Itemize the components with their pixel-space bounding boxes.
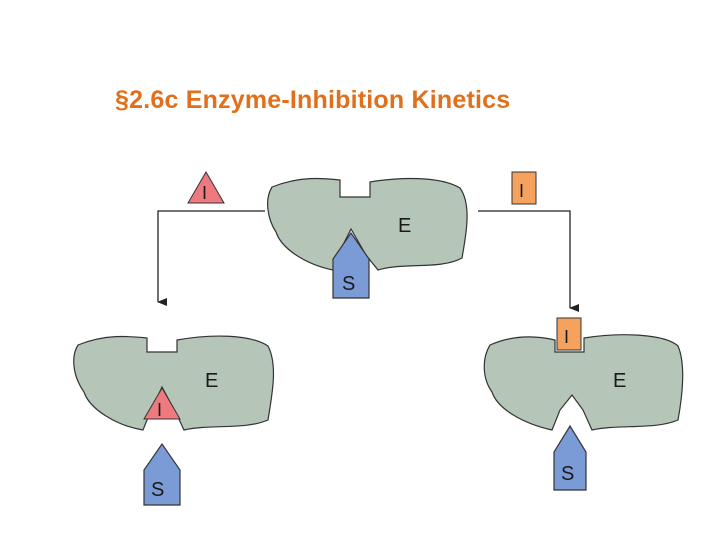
right-substrate-shape xyxy=(553,424,587,491)
right-bound-inhibitor xyxy=(556,317,582,351)
left-enzyme-shape xyxy=(73,335,275,431)
slide-title: §2.6c Enzyme-Inhibition Kinetics xyxy=(115,86,511,114)
center-noncompetitive-inhibitor xyxy=(511,171,537,205)
center-substrate-shape xyxy=(332,231,370,299)
right-enzyme-group: E I S xyxy=(483,317,684,491)
center-enzyme-group: E S I I xyxy=(187,171,537,299)
center-substrate-label: S xyxy=(342,273,355,295)
left-enzyme-group: E I S xyxy=(73,335,275,506)
right-arrow xyxy=(478,210,579,312)
left-inhibitor-label: I xyxy=(157,400,162,420)
center-competitive-inhibitor xyxy=(187,171,225,204)
center-inhibitor-right-label: I xyxy=(519,181,524,201)
right-inhibitor-label: I xyxy=(564,327,569,347)
right-enzyme-shape xyxy=(483,334,684,431)
center-enzyme-shape xyxy=(267,177,468,271)
left-substrate-shape xyxy=(143,442,181,506)
left-bound-inhibitor xyxy=(143,387,181,420)
right-substrate-label: S xyxy=(561,463,574,485)
center-enzyme-label: E xyxy=(398,215,411,237)
left-arrow xyxy=(157,210,265,306)
right-enzyme-label: E xyxy=(613,370,626,392)
left-substrate-label: S xyxy=(151,479,164,501)
left-enzyme-label: E xyxy=(205,370,218,392)
center-inhibitor-left-label: I xyxy=(202,183,207,203)
